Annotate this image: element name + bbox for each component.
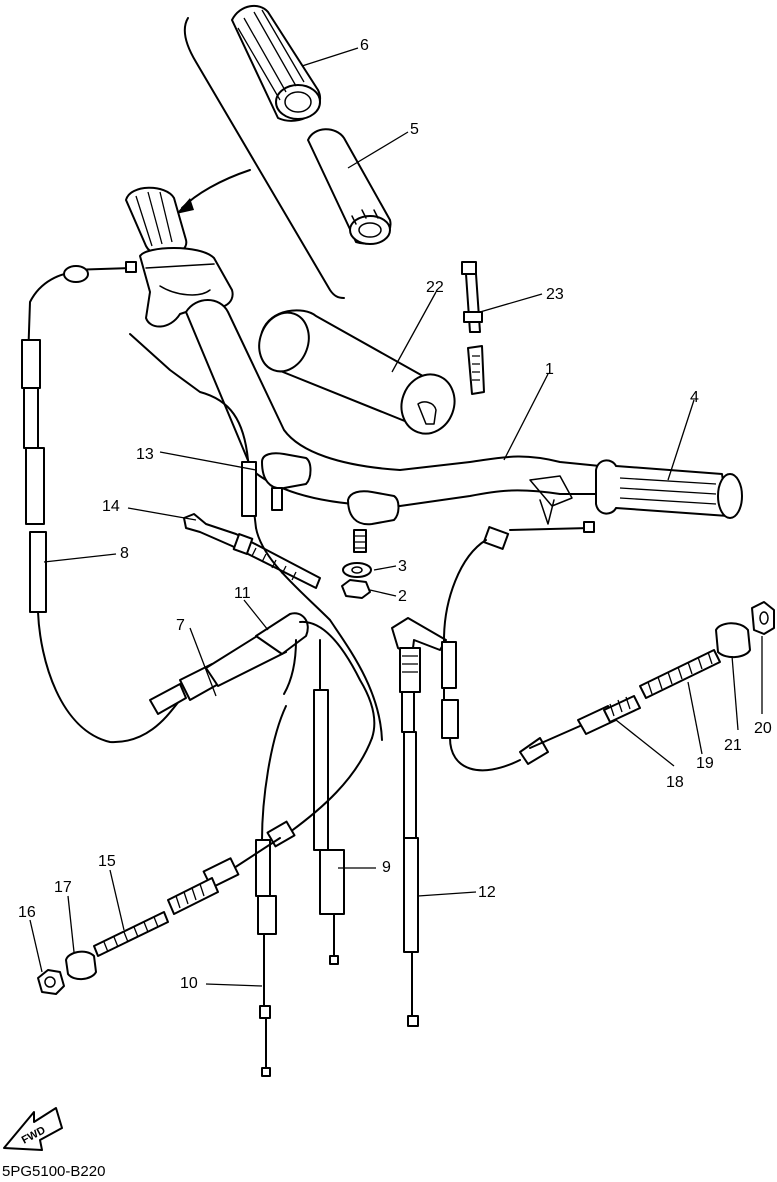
- callout-20: 20: [754, 720, 772, 737]
- callout-4: 4: [690, 389, 699, 406]
- callout-1: 1: [545, 361, 554, 378]
- right-grip: [595, 459, 743, 519]
- callout-2: 2: [398, 588, 407, 605]
- callout-labels: 6 5 22 23 1 4 13 14 3 2 8 11 7 9 12 10 1…: [18, 37, 772, 992]
- callout-22: 22: [426, 279, 444, 296]
- callout-13: 13: [136, 446, 154, 463]
- leader-lines: [29, 47, 763, 987]
- handlebar-holders: [261, 452, 400, 553]
- right-cable-and-adjuster: [441, 521, 775, 772]
- strap: [461, 261, 485, 395]
- drawing-code: 5PG5100-B220: [2, 1163, 105, 1180]
- callout-3: 3: [398, 558, 407, 575]
- callout-10: 10: [180, 975, 198, 992]
- callout-7: 7: [176, 617, 185, 634]
- left-brake-cable: [21, 261, 181, 744]
- cable-junction: [149, 612, 376, 739]
- callout-9: 9: [382, 859, 391, 876]
- callout-14: 14: [102, 498, 120, 515]
- callout-18: 18: [666, 774, 684, 791]
- callout-15: 15: [98, 853, 116, 870]
- callout-16: 16: [18, 904, 36, 921]
- handle-cover: [258, 309, 456, 435]
- callout-23: 23: [546, 286, 564, 303]
- callout-11: 11: [234, 585, 251, 602]
- forward-arrow-icon: FWD: [3, 1107, 63, 1151]
- callout-19: 19: [696, 755, 714, 772]
- left-adjuster: [37, 737, 373, 995]
- callout-17: 17: [54, 879, 72, 896]
- grip-sleeve: [307, 128, 392, 245]
- inset-bracket: [176, 17, 345, 299]
- cable-band: [183, 513, 321, 589]
- washer-and-nut: [341, 562, 372, 599]
- callout-8: 8: [120, 545, 129, 562]
- callout-21: 21: [724, 737, 742, 754]
- grip-inset: [231, 4, 321, 122]
- starter-lever-cable: [391, 617, 447, 1027]
- callout-6: 6: [360, 37, 369, 54]
- callout-5: 5: [410, 121, 419, 138]
- callout-12: 12: [478, 884, 496, 901]
